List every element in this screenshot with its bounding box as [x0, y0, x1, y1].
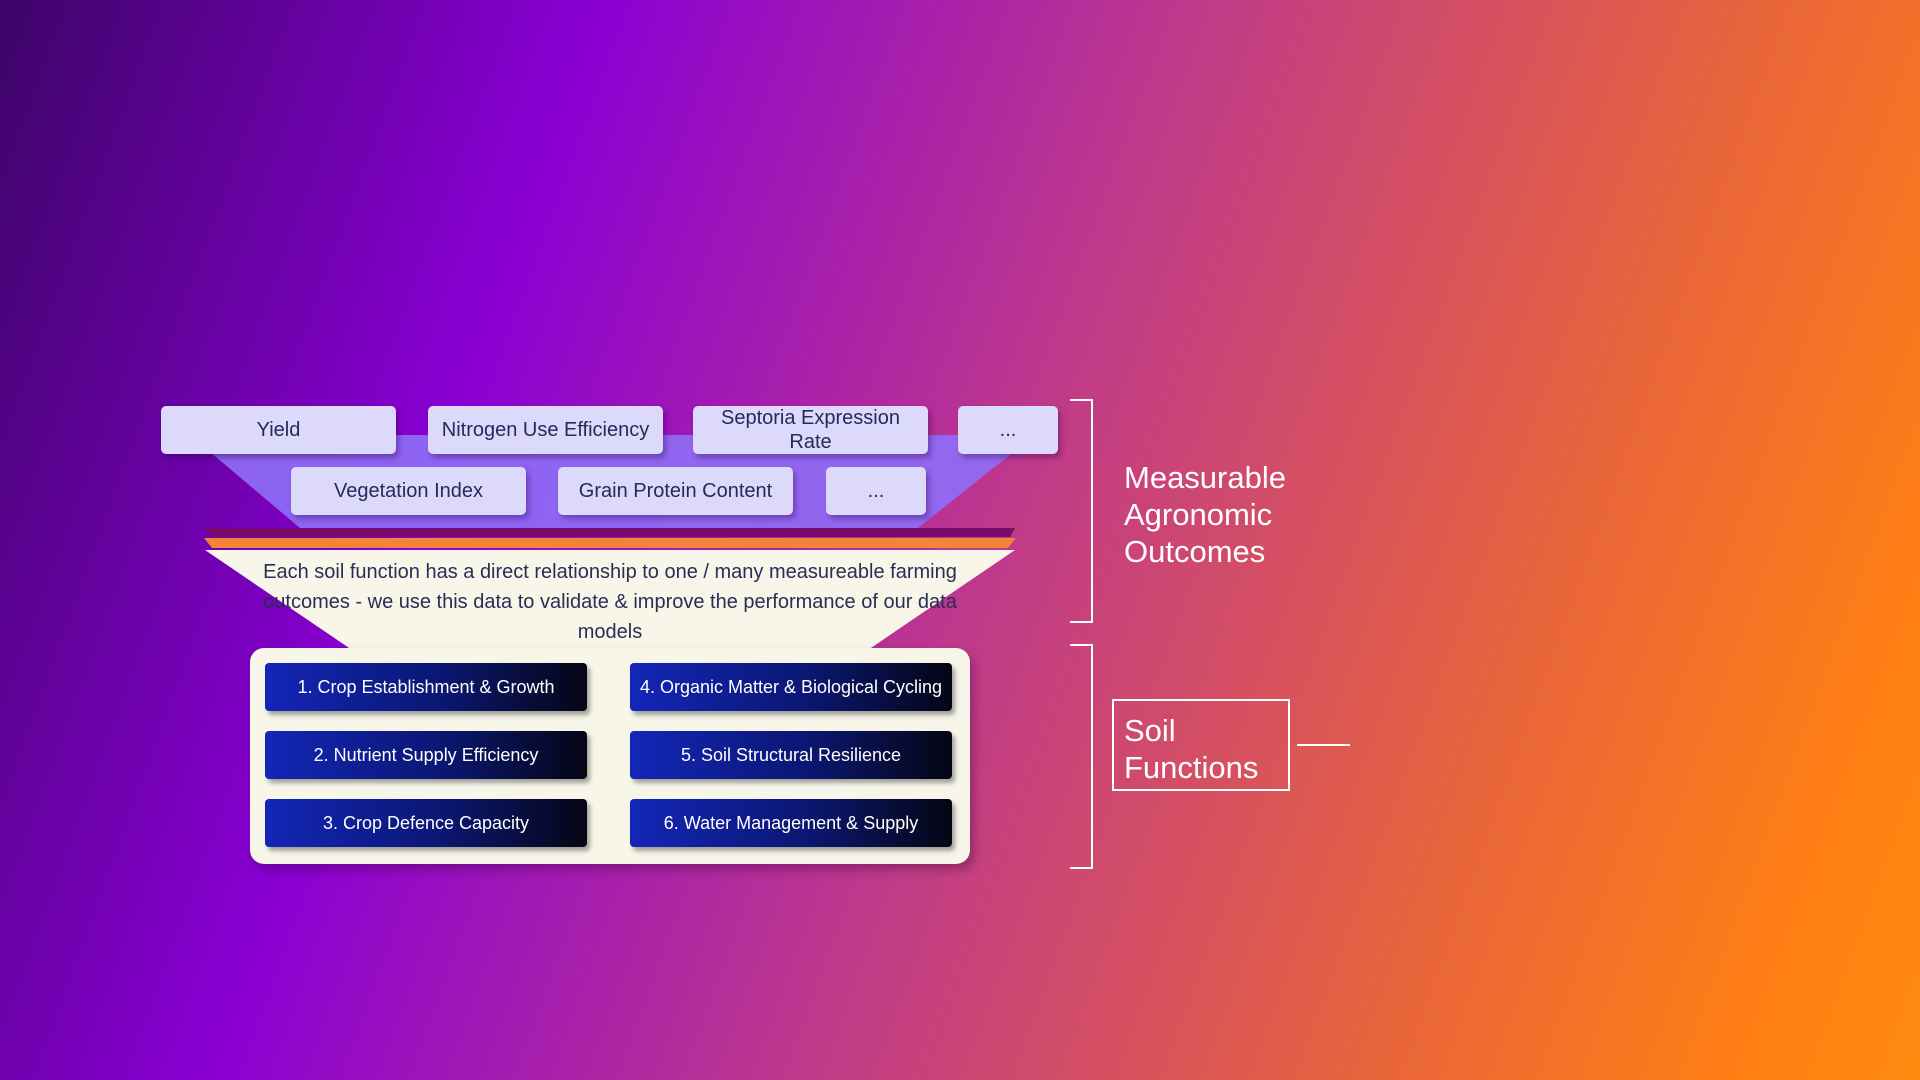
soil-function-2: 2. Nutrient Supply Efficiency [265, 731, 587, 779]
soil-function-4: 4. Organic Matter & Biological Cycling [630, 663, 952, 711]
outcome-grain-protein-content-chip: Grain Protein Content [558, 467, 793, 515]
soil-function-5: 5. Soil Structural Resilience [630, 731, 952, 779]
soil-functions-label: Soil Functions [1124, 713, 1259, 785]
soil-functions-bracket [1070, 644, 1093, 869]
funnel-light-trapezoid [205, 550, 1015, 652]
soil-function-6: 6. Water Management & Supply [630, 799, 952, 847]
outcome-yield-chip: Yield [161, 406, 396, 454]
funnel-caption: Each soil function has a direct relation… [263, 561, 957, 643]
outcomes-label: Measurable Agronomic Outcomes [1124, 460, 1286, 569]
outcome-more-chip-2: ... [826, 467, 926, 515]
funnel-band-dark [205, 528, 1015, 537]
soil-function-1: 1. Crop Establishment & Growth [265, 663, 587, 711]
soil-function-3: 3. Crop Defence Capacity [265, 799, 587, 847]
funnel-band-orange [204, 538, 1016, 548]
soil-functions-panel: 1. Crop Establishment & Growth 2. Nutrie… [250, 648, 970, 864]
outcomes-bracket [1070, 399, 1093, 623]
outcome-nitrogen-use-efficiency-chip: Nitrogen Use Efficiency [428, 406, 663, 454]
soil-functions-box [1112, 699, 1290, 791]
outcome-septoria-expression-rate-chip: Septoria Expression Rate [693, 406, 928, 454]
outcome-more-chip: ... [958, 406, 1058, 454]
outcome-vegetation-index-chip: Vegetation Index [291, 467, 526, 515]
